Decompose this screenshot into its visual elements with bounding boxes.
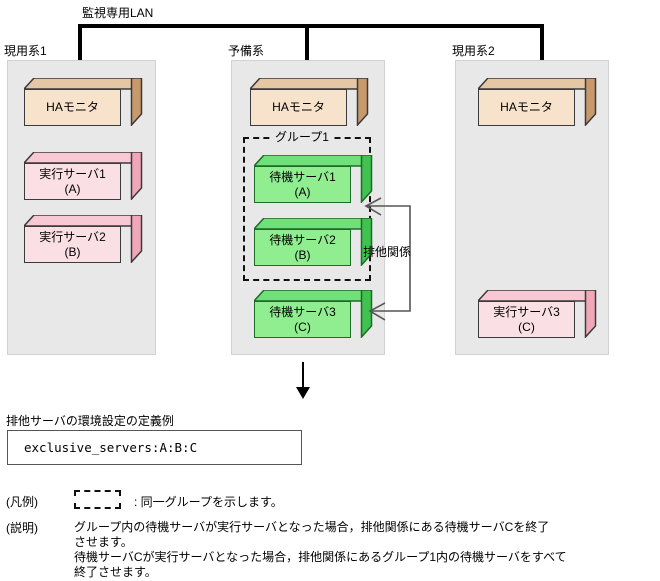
explanation-line-2: させます。	[74, 535, 133, 549]
server-label-line2: (A)	[294, 184, 311, 199]
definition-box: exclusive_servers:A:B:C	[7, 430, 302, 465]
flow-down-arrow	[292, 362, 314, 405]
group-label-1: グループ1	[272, 130, 332, 144]
server-label-line2: (A)	[64, 181, 81, 196]
explanation-line-3: 待機サーバCが実行サーバとなった場合，排他関係にあるグループ1内の待機サーバをす…	[74, 550, 567, 564]
explanation-line-1: グループ内の待機サーバが実行サーバとなった場合，排他関係にある待機サーバCを終了	[74, 520, 550, 534]
legend-key-label: (凡例)	[6, 495, 38, 509]
server-label-line1: 実行サーバ3	[493, 304, 560, 319]
exclusive-relation-label: 排他関係	[363, 245, 412, 259]
server-label-line1: 実行サーバ1	[39, 166, 106, 181]
ha-monitor-box-1: HAモニタ	[24, 78, 143, 126]
server-box-active-1: 実行サーバ1 (A)	[24, 152, 143, 200]
system-label-2: 予備系	[228, 44, 265, 58]
server-box-active-3: 実行サーバ3 (C)	[478, 290, 597, 338]
server-label-line1: 実行サーバ2	[39, 229, 106, 244]
server-label-line1: 待機サーバ1	[269, 169, 336, 184]
exclusive-relation-connector	[355, 196, 425, 321]
lan-drop-system1	[78, 24, 82, 60]
server-label-line1: 待機サーバ2	[269, 232, 336, 247]
server-label-line1: 待機サーバ3	[269, 304, 336, 319]
ha-monitor-label-3: HAモニタ	[500, 100, 553, 114]
system-label-1: 現用系1	[4, 44, 47, 58]
server-box-active-2: 実行サーバ2 (B)	[24, 215, 143, 263]
definition-title: 排他サーバの環境設定の定義例	[6, 414, 174, 428]
ha-monitor-box-2: HAモニタ	[250, 78, 369, 126]
ha-monitor-box-3: HAモニタ	[478, 78, 597, 126]
legend-group-swatch	[74, 490, 121, 509]
server-label-line2: (B)	[294, 247, 311, 262]
server-box-standby-1: 待機サーバ1 (A)	[254, 155, 373, 203]
explanation-line-4: 終了させます。	[74, 565, 157, 579]
lan-drop-system2	[540, 24, 544, 60]
explanation-label: (説明)	[6, 521, 38, 535]
lan-drop-standby	[305, 24, 309, 60]
definition-code: exclusive_servers:A:B:C	[24, 440, 198, 455]
server-label-line2: (C)	[518, 319, 535, 334]
legend-group-meaning: : 同一グループを示します。	[134, 495, 283, 509]
ha-monitor-label-1: HAモニタ	[46, 100, 99, 114]
server-label-line2: (C)	[294, 319, 311, 334]
server-box-standby-2: 待機サーバ2 (B)	[254, 218, 373, 266]
system-label-3: 現用系2	[452, 44, 495, 58]
server-box-standby-3: 待機サーバ3 (C)	[254, 290, 373, 338]
lan-bus-horizontal	[78, 24, 544, 28]
lan-label: 監視専用LAN	[82, 6, 154, 20]
server-label-line2: (B)	[64, 244, 81, 259]
ha-monitor-label-2: HAモニタ	[272, 100, 325, 114]
